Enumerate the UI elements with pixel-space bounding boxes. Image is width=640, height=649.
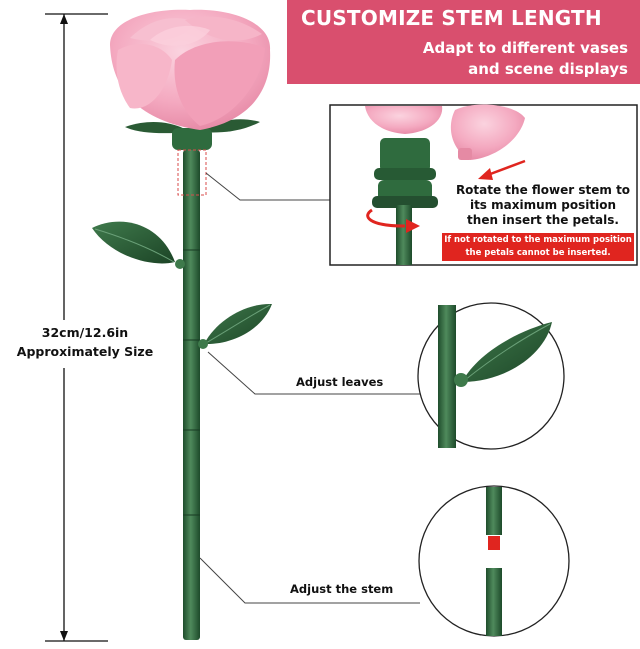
sepals bbox=[125, 119, 260, 150]
stem-detail-circle bbox=[418, 485, 570, 637]
size-label: 32cm/12.6in Approximately Size bbox=[0, 323, 170, 361]
warning-line1: If not rotated to the maximum position bbox=[444, 235, 632, 245]
callout-adjust-stem: Adjust the stem bbox=[290, 582, 394, 596]
rose-stem bbox=[183, 150, 200, 640]
banner-subtitle-line2: and scene displays bbox=[468, 60, 628, 78]
rose-head bbox=[110, 9, 271, 130]
callout-adjust-leaves: Adjust leaves bbox=[296, 375, 384, 389]
leader-lines bbox=[199, 172, 420, 604]
banner-subtitle-line1: Adapt to different vases bbox=[422, 39, 628, 57]
inset-instruction-line1: Rotate the flower stem to bbox=[455, 183, 631, 197]
size-label-line2: Approximately Size bbox=[16, 344, 154, 359]
inset-instruction-line2: its maximum position bbox=[469, 198, 617, 212]
title-banner: CUSTOMIZE STEM LENGTH Adapt to different… bbox=[287, 0, 640, 84]
joint-marker bbox=[177, 149, 207, 196]
warning-line2: the petals cannot be inserted. bbox=[465, 248, 611, 258]
banner-title: CUSTOMIZE STEM LENGTH bbox=[301, 6, 602, 30]
lower-leaf bbox=[198, 303, 272, 349]
inset-instruction-line3: then insert the petals. bbox=[467, 213, 619, 227]
leaf-detail-circle bbox=[417, 302, 565, 450]
banner-subtitle: Adapt to different vases and scene displ… bbox=[308, 38, 628, 80]
dimension-line bbox=[45, 13, 108, 642]
upper-leaf bbox=[92, 221, 185, 269]
warning-box: If not rotated to the maximum position t… bbox=[442, 233, 634, 261]
size-label-line1: 32cm/12.6in bbox=[41, 325, 129, 340]
inset-instruction: Rotate the flower stem to its maximum po… bbox=[452, 183, 634, 228]
